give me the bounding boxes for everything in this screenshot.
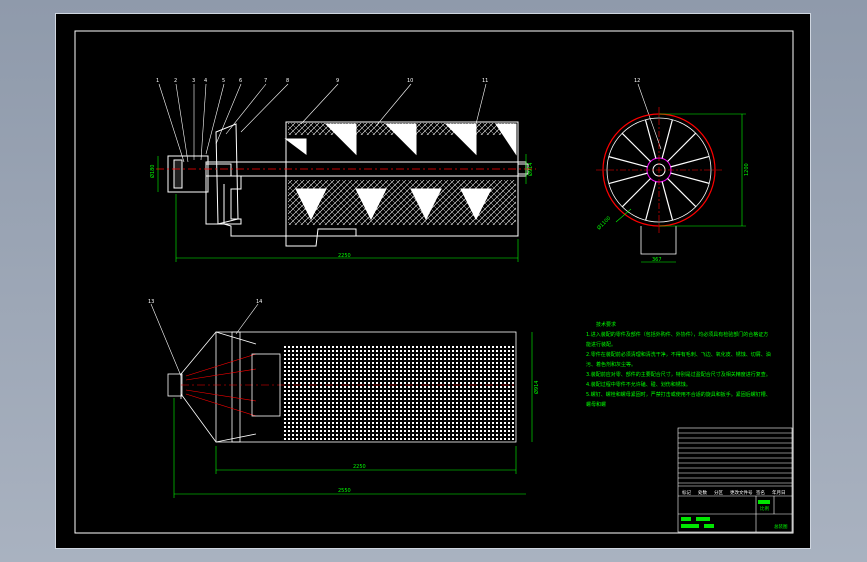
balloon-10: 10 bbox=[407, 78, 413, 84]
spokes bbox=[608, 119, 710, 221]
tb-col-1: 标记 bbox=[682, 489, 691, 496]
tech-title: 技术要求 bbox=[596, 321, 616, 328]
tech-line-6: 4.装配过程中零件不允许磕、碰、划伤和锈蚀。 bbox=[586, 381, 691, 388]
spoke bbox=[608, 156, 648, 168]
tb-col-3: 分区 bbox=[714, 489, 723, 496]
balloon-1: 1 bbox=[156, 78, 159, 84]
end-view bbox=[596, 107, 722, 255]
spoke bbox=[621, 132, 651, 162]
spoke bbox=[661, 181, 674, 221]
balloons-top bbox=[158, 83, 662, 163]
dim-bottom-inner: 2250 bbox=[353, 464, 366, 470]
balloon-11: 11 bbox=[482, 78, 488, 84]
tech-line-2: 能进行装配。 bbox=[586, 341, 616, 348]
tech-line-8: 螺母和螺 bbox=[586, 401, 606, 408]
dim-drum-dia: Ø914 bbox=[527, 163, 534, 176]
balloon-6: 6 bbox=[239, 78, 242, 84]
inner-border bbox=[74, 30, 794, 534]
spoke bbox=[645, 181, 657, 221]
section-view bbox=[167, 121, 529, 247]
balloon-9: 9 bbox=[336, 78, 339, 84]
tb-col-6: 年月日 bbox=[772, 489, 786, 496]
balloon-8: 8 bbox=[286, 78, 289, 84]
tech-line-3: 2.零件在装配前必须清理和清洗干净，不得有毛刺、飞边、氧化皮、锈蚀、切屑、油 bbox=[586, 351, 771, 358]
dim-end-dia: 1200 bbox=[744, 163, 750, 176]
balloon-3: 3 bbox=[192, 78, 195, 84]
spoke bbox=[670, 155, 710, 168]
spoke bbox=[667, 132, 697, 162]
bearing-block bbox=[167, 155, 209, 193]
balloon-7: 7 bbox=[264, 78, 267, 84]
spoke bbox=[670, 172, 710, 184]
spoke bbox=[644, 119, 657, 159]
drawing-canvas: 1 2 3 4 5 6 7 8 9 10 11 12 bbox=[74, 30, 794, 534]
dim-overall-top: 2250 bbox=[338, 253, 351, 259]
tb-col-4: 更改文件号 bbox=[730, 489, 753, 496]
tech-line-4: 污、着色剂和灰尘等。 bbox=[586, 361, 636, 368]
spoke bbox=[621, 178, 651, 208]
tb-name: 总装图 bbox=[774, 523, 788, 530]
spoke bbox=[608, 172, 648, 185]
perforated-mesh bbox=[284, 344, 516, 440]
balloon-14: 14 bbox=[256, 299, 262, 305]
drawing-sheet: 1 2 3 4 5 6 7 8 9 10 11 12 bbox=[55, 13, 811, 549]
balloon-2: 2 bbox=[174, 78, 177, 84]
tech-line-5: 3.装配前应对零、部件的主要配合尺寸，特别是过盈配合尺寸及相关精度进行复查。 bbox=[586, 371, 771, 378]
balloon-5: 5 bbox=[222, 78, 225, 84]
tech-requirements: 技术要求 1.进入装配的零件及部件（包括外购件、外协件），均必须具有检验部门的合… bbox=[586, 321, 771, 408]
tb-scale: 比例 bbox=[760, 505, 769, 512]
drive-hub bbox=[167, 373, 183, 397]
tb-col-5: 签名 bbox=[756, 489, 765, 496]
dim-bottom-outer: 2550 bbox=[338, 488, 351, 494]
balloon-13: 13 bbox=[148, 299, 154, 305]
tech-line-1: 1.进入装配的零件及部件（包括外购件、外协件），均必须具有检验部门的合格证方 bbox=[586, 331, 768, 338]
dim-hub-width: 367 bbox=[652, 257, 662, 263]
front-view bbox=[167, 331, 517, 443]
spoke bbox=[661, 119, 673, 159]
balloon-4: 4 bbox=[204, 78, 207, 84]
dim-bottom-height: Ø914 bbox=[533, 381, 540, 394]
flange bbox=[215, 123, 239, 225]
tb-col-2: 处数 bbox=[698, 489, 707, 496]
end-housing bbox=[205, 163, 242, 225]
balloon-12: 12 bbox=[634, 78, 640, 84]
dim-shaft-dia: Ø180 bbox=[149, 165, 156, 178]
title-block bbox=[677, 427, 793, 533]
spoke bbox=[667, 178, 697, 208]
dim-disc-dia: Ø1100 bbox=[595, 215, 612, 232]
tech-line-7: 5.螺钉、螺栓和螺母紧固时，严禁打击或使用不合适的旋具和扳手。紧固后螺钉槽、 bbox=[586, 391, 771, 398]
dims-top bbox=[157, 154, 527, 262]
